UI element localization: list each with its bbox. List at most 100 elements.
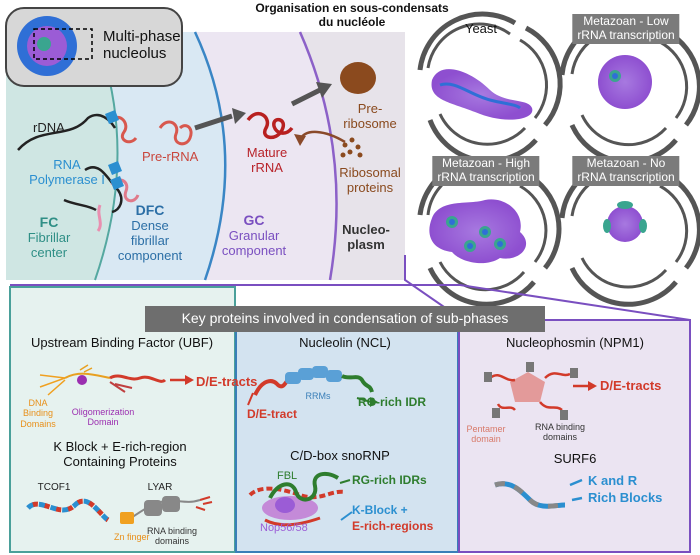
arrow-pre-to-mature <box>194 113 233 131</box>
high-label: Metazoan - High rRNA transcription <box>432 156 540 186</box>
mature-rrna-label: Mature rRNA <box>246 145 288 176</box>
panel-npm-frame <box>458 319 691 553</box>
dfc-band <box>95 32 226 280</box>
fc-band <box>6 32 118 280</box>
polymerase-icon-3 <box>110 176 124 190</box>
nucleoplasm-label: Nucleo- plasm <box>342 222 390 253</box>
nucleoplasm-band <box>300 32 405 280</box>
high-label-line-1: Metazoan - High <box>441 156 531 170</box>
surf6-rich: Rich Blocks <box>588 490 663 505</box>
ribosomal-proteins <box>340 137 363 158</box>
key-banner-bg <box>145 306 545 332</box>
nucleoplasm-label-line-1: Nucleo- <box>342 222 390 237</box>
frame-top-connector <box>10 284 691 321</box>
ncl-title: Nucleolin (NCL) <box>299 335 391 350</box>
high-label-line-2: rRNA transcription <box>437 169 535 184</box>
low-label-line-2: rRNA transcription <box>577 27 675 42</box>
preribosome-label-line-1: Pre- <box>357 101 383 116</box>
panel-ncl-frame <box>235 319 459 553</box>
ubf-title: Upstream Binding Factor (UBF) <box>30 335 214 350</box>
gc-name-line-1: Granular <box>228 228 280 243</box>
pre-rrna-squiggle <box>158 120 193 146</box>
fc-name: Fibrillar center <box>27 230 71 261</box>
top-title-line-2: du nucléole <box>318 14 386 29</box>
no-label-line-1: Metazoan - No <box>586 156 666 170</box>
gc-band <box>195 32 337 280</box>
frame-purple-connector <box>404 255 461 319</box>
ubf-dna-binding-line-3: Domains <box>20 418 56 429</box>
mature-rrna-label-line-1: Mature <box>246 145 288 160</box>
lyar-rna-bd-line-2: domains <box>154 536 190 547</box>
kblock-title-line-1: K Block + E-rich-region <box>53 439 187 454</box>
ubf-dna-binding-line-2: Binding <box>22 408 54 419</box>
arrow-pre-to-mature-head <box>232 108 246 124</box>
high-nucleolus <box>429 199 527 264</box>
dfc-name-line-3: component <box>117 247 183 263</box>
snornp-title: C/D-box snoRNP <box>290 448 390 463</box>
gc-boundary <box>298 31 338 281</box>
pre-rrna-transcript-3 <box>96 204 102 232</box>
lyar-rna-bd-line-1: RNA binding <box>146 526 198 536</box>
lyar-protein <box>120 496 213 524</box>
arrow-proteins-to-mature-head <box>294 134 306 146</box>
low-label-line-1: Metazoan - Low <box>583 14 669 28</box>
fbl-label: FBL <box>277 470 298 482</box>
npm-detracts: D/E-tracts <box>600 378 662 393</box>
nucleoplasm-label-line-2: plasm <box>347 236 385 252</box>
inset-zoom-box <box>33 28 93 60</box>
ubf-dna-binding-line-1: DNA <box>28 398 48 408</box>
rna-pol-label-line-2: Polymerase I <box>29 171 105 187</box>
rrms-label: RRMs <box>305 391 331 401</box>
surf6-title: SURF6 <box>553 451 597 466</box>
gc-name: Granular component <box>222 228 286 259</box>
ncl-kblock: K-Block + <box>352 503 408 517</box>
rna-pol-label-line-1: RNA <box>53 157 81 172</box>
low-nucleolus <box>598 55 652 109</box>
tcof1-label: TCOF1 <box>37 482 71 493</box>
inset-label-line-1: Multi-phase <box>103 28 181 45</box>
pentamer-label-line-1: Pentamer <box>466 424 506 434</box>
preribosome-label: Pre- ribosome <box>343 101 396 132</box>
ribosomal-proteins-label: Ribosomal proteins <box>339 165 401 196</box>
inset-nucleolus-core <box>37 37 51 51</box>
no-label: Metazoan - No rRNA transcription <box>572 156 680 186</box>
key-banner: Key proteins involved in condensation of… <box>181 310 509 326</box>
dfc-name: Dense fibrillar component <box>117 218 183 264</box>
npm-rna-bd-line-2: domains <box>542 432 578 443</box>
arrow-mature-to-preribosome <box>290 87 322 107</box>
kblock-title: K Block + E-rich-region Containing Prote… <box>53 439 187 470</box>
fc-name-line-2: center <box>30 244 68 260</box>
polymerase-icon-2 <box>108 161 122 175</box>
mature-rrna-squiggle <box>246 111 294 140</box>
low-label: Metazoan - Low rRNA transcription <box>572 14 680 44</box>
no-nucleolus <box>607 206 643 242</box>
dfc-boundary <box>193 31 227 281</box>
ubf-oligo-line-2: Domain <box>87 417 119 428</box>
fc-abbr: FC <box>39 214 59 230</box>
ubf-dna-binding: DNA Binding Domains <box>20 398 56 429</box>
ncl-detract: D/E-tract <box>247 407 298 421</box>
gc-abbr: GC <box>243 212 265 228</box>
pentamer-label: Pentamer domain <box>466 424 505 445</box>
pentamer-label-line-2: domain <box>471 434 501 445</box>
inset-label-line-2: nucleolus <box>103 45 167 63</box>
npm-rna-bd: RNA binding domains <box>535 422 585 443</box>
rdna-strand-3 <box>63 198 97 212</box>
npm-rna-bd-line-1: RNA binding <box>534 422 586 432</box>
rdna-strand-2 <box>84 166 123 214</box>
lyar-label: LYAR <box>147 482 173 493</box>
pre-rrna-label: Pre-rRNA <box>142 149 199 164</box>
ncl-erich: E-rich-regions <box>352 519 434 533</box>
fc-name-line-1: Fibrillar <box>27 230 71 245</box>
mature-rrna-label-line-2: rRNA <box>251 159 283 175</box>
npm-title: Nucleophosmin (NPM1) <box>506 335 644 350</box>
ribosomal-proteins-label-line-2: proteins <box>346 179 394 195</box>
tcof1-strand-red <box>26 498 110 523</box>
no-label-line-2: rRNA transcription <box>577 169 675 184</box>
pre-rrna-transcript <box>110 115 138 144</box>
ribosomal-proteins-label-line-1: Ribosomal <box>339 165 401 180</box>
tcof1-strand <box>26 498 110 523</box>
zn-finger-label: Zn finger <box>114 532 150 542</box>
